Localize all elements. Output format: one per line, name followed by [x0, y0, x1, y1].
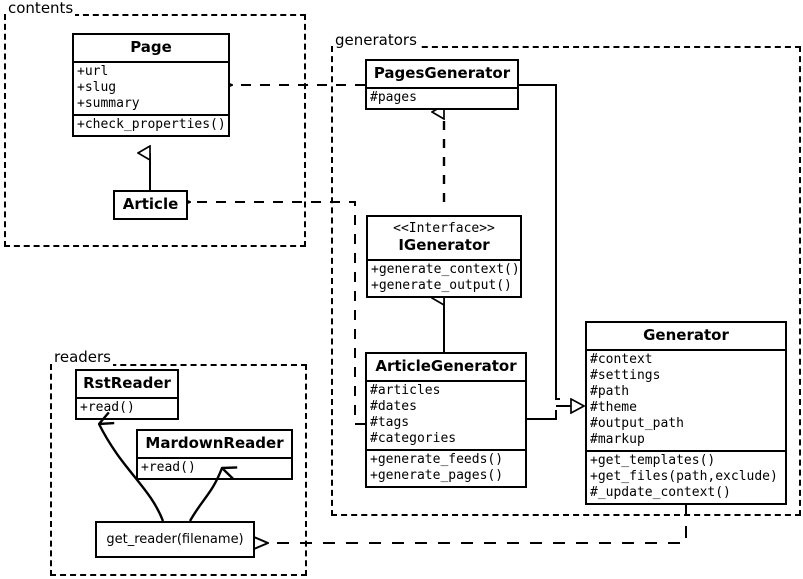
- class-rstreader-title: RstReader: [83, 374, 171, 392]
- attribute: #dates: [370, 399, 417, 415]
- class-rstreader[interactable]: RstReader +read(): [75, 369, 179, 421]
- attribute: #theme: [590, 400, 637, 416]
- package-generators-label: generators: [333, 31, 419, 49]
- attribute: #articles: [370, 383, 441, 399]
- class-pagesgenerator[interactable]: PagesGenerator #pages: [365, 59, 519, 111]
- package-contents: [4, 14, 306, 247]
- class-pagesgenerator-attributes: #pages: [367, 87, 517, 108]
- attribute: #path: [590, 384, 630, 400]
- class-mardownreader-title: MardownReader: [145, 434, 284, 452]
- class-articlegenerator-methods: +generate_feeds() +generate_pages(): [367, 449, 525, 486]
- method: #_update_context(): [590, 485, 731, 501]
- class-mardownreader-methods: +read(): [138, 457, 291, 478]
- class-articlegenerator-title: ArticleGenerator: [375, 357, 517, 375]
- attribute: +url: [77, 64, 109, 80]
- method: +get_templates(): [590, 453, 716, 469]
- class-igenerator[interactable]: <<Interface>> IGenerator +generate_conte…: [366, 215, 522, 298]
- method: +generate_feeds(): [370, 452, 504, 468]
- method: +read(): [141, 460, 196, 476]
- class-pagesgenerator-title: PagesGenerator: [373, 64, 511, 82]
- class-igenerator-title: <<Interface>> IGenerator: [368, 217, 520, 259]
- method: +generate_output(): [371, 277, 512, 293]
- attribute: #tags: [370, 415, 410, 431]
- attribute: #categories: [370, 431, 457, 447]
- class-generator-title: Generator: [643, 326, 729, 344]
- class-igenerator-name: IGenerator: [398, 235, 490, 254]
- class-igenerator-methods: +generate_context() +generate_output(): [368, 258, 520, 296]
- class-article[interactable]: Article: [113, 190, 188, 221]
- attribute: #pages: [370, 90, 417, 106]
- package-contents-label: contents: [6, 0, 76, 17]
- package-readers: [50, 364, 307, 576]
- class-article-title: Article: [122, 195, 179, 213]
- attribute: +summary: [77, 96, 140, 112]
- class-igenerator-stereotype: <<Interface>>: [393, 221, 495, 236]
- method: +get_files(path,exclude): [590, 469, 778, 485]
- attribute: #output_path: [590, 416, 684, 432]
- attribute: #context: [590, 352, 653, 368]
- method: +generate_pages(): [370, 468, 504, 484]
- class-page-methods: +check_properties(): [74, 114, 228, 135]
- method: +read(): [80, 400, 135, 416]
- attribute: #settings: [590, 368, 661, 384]
- function-get-reader[interactable]: get_reader(filename): [95, 521, 255, 558]
- class-generator-methods: +get_templates() +get_files(path,exclude…: [587, 450, 785, 503]
- class-mardownreader[interactable]: MardownReader +read(): [136, 429, 293, 481]
- class-rstreader-methods: +read(): [77, 397, 177, 418]
- class-generator[interactable]: Generator #context #settings #path #them…: [585, 321, 787, 506]
- method: +generate_context(): [371, 261, 520, 277]
- class-page-title: Page: [130, 38, 172, 56]
- method: +check_properties(): [77, 117, 226, 133]
- class-articlegenerator-attributes: #articles #dates #tags #categories: [367, 380, 525, 449]
- attribute: #markup: [590, 432, 645, 448]
- class-generator-attributes: #context #settings #path #theme #output_…: [587, 349, 785, 450]
- function-get-reader-label: get_reader(filename): [106, 532, 244, 547]
- attribute: +slug: [77, 80, 117, 96]
- class-articlegenerator[interactable]: ArticleGenerator #articles #dates #tags …: [365, 352, 527, 489]
- class-page[interactable]: Page +url +slug +summary +check_properti…: [72, 33, 230, 138]
- class-page-attributes: +url +slug +summary: [74, 61, 228, 114]
- package-readers-label: readers: [52, 348, 113, 366]
